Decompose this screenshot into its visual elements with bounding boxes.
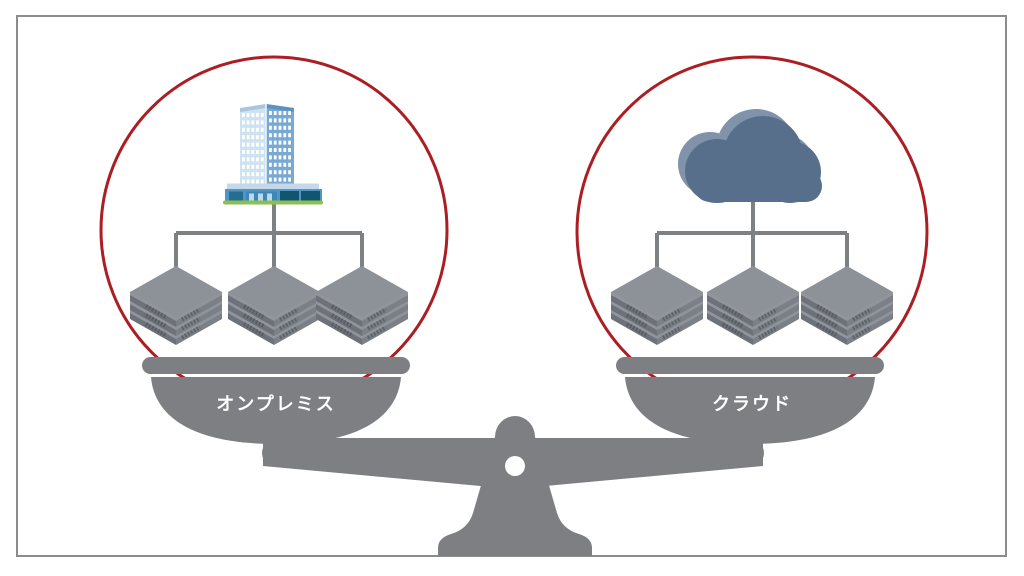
network-lines-right	[655, 201, 849, 278]
left-pan-label: オンプレミス	[216, 393, 335, 414]
balance-scale: オンプレミス クラウド	[142, 357, 884, 556]
server-stack-icon	[801, 266, 893, 345]
balance-post	[438, 416, 592, 556]
right-pan-bowl	[625, 377, 875, 444]
building-windows-right	[269, 111, 291, 182]
right-pan-label: クラウド	[712, 394, 792, 414]
left-pan-bowl	[151, 377, 401, 444]
server-stack-icon	[130, 266, 222, 345]
pivot-hole-icon	[505, 456, 525, 476]
building-windows-left	[242, 113, 264, 184]
left-pan-bar	[142, 357, 410, 374]
right-pan-bar	[616, 357, 884, 374]
server-stack-icon	[228, 266, 320, 345]
server-stack-icon	[611, 266, 703, 345]
grass-strip	[223, 200, 323, 205]
server-stack-icon	[316, 266, 408, 345]
server-stack-icon	[707, 266, 799, 345]
cloud-body	[685, 116, 822, 203]
building-icon	[223, 104, 323, 205]
cloud-icon	[678, 109, 822, 203]
network-lines-left	[174, 203, 364, 278]
server-stacks	[130, 266, 893, 345]
building-ledge	[227, 183, 319, 190]
